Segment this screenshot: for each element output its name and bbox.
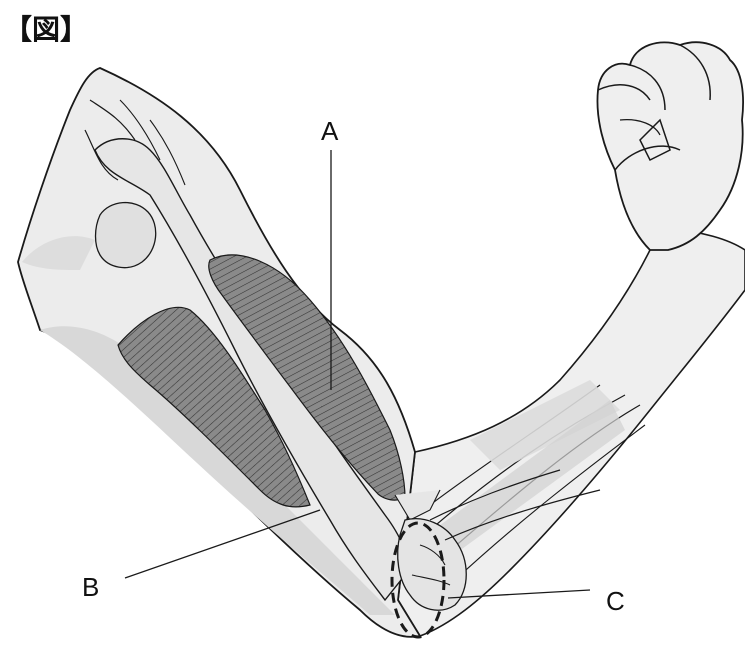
figure-heading: 【図】 [4,8,88,48]
fist [597,42,743,250]
label-c: C [606,586,625,616]
label-b: B [82,572,99,602]
label-a: A [321,116,339,146]
